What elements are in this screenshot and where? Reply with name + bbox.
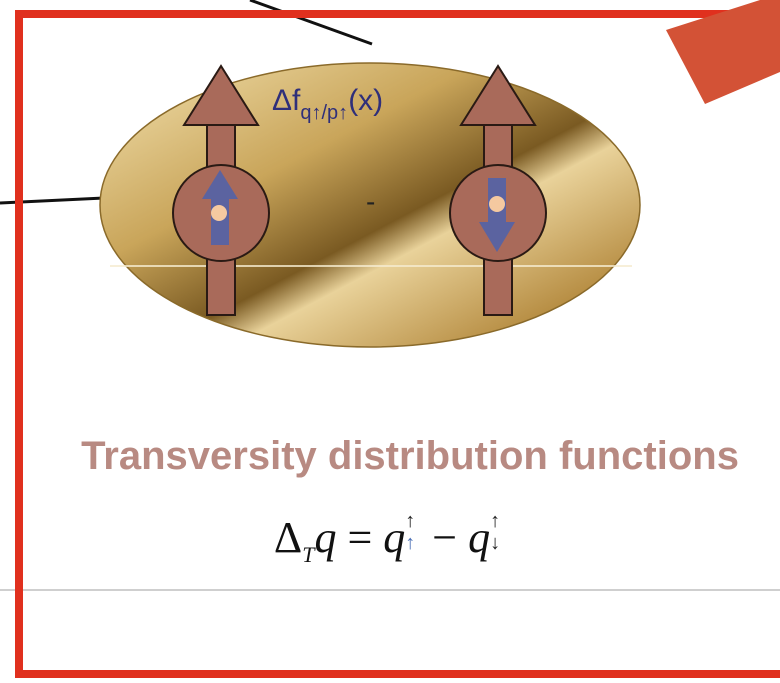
formula: ΔTq = q↑↑ − q↑↓ — [180, 512, 600, 568]
formula-lhs-var: q — [314, 513, 336, 562]
formula-term2-sub: ↓ — [490, 532, 500, 555]
oval-label-prefix: Δf — [272, 84, 300, 117]
formula-term1-sub: ↑ — [405, 532, 415, 555]
formula-equals: = — [336, 513, 383, 562]
operator-minus: - — [366, 186, 375, 218]
oval-label-suffix: (x) — [348, 84, 383, 117]
formula-term2-var: q — [468, 513, 490, 562]
formula-lhs-delta: Δ — [274, 513, 302, 562]
formula-minus: − — [421, 513, 468, 562]
formula-term2-indices: ↑↓ — [490, 518, 506, 558]
connector-line-top — [250, 0, 372, 44]
formula-term1-sup: ↑ — [405, 510, 415, 533]
oval-label: Δfq↑/p↑(x) — [272, 84, 383, 125]
caption: Transversity distribution functions — [40, 434, 780, 479]
formula-lhs-sub: T — [302, 542, 314, 567]
formula-term1-indices: ↑↑ — [405, 518, 421, 558]
formula-term2-sup: ↑ — [490, 510, 500, 533]
oval-label-subscript: q↑/p↑ — [300, 102, 348, 124]
formula-term1-var: q — [383, 513, 405, 562]
